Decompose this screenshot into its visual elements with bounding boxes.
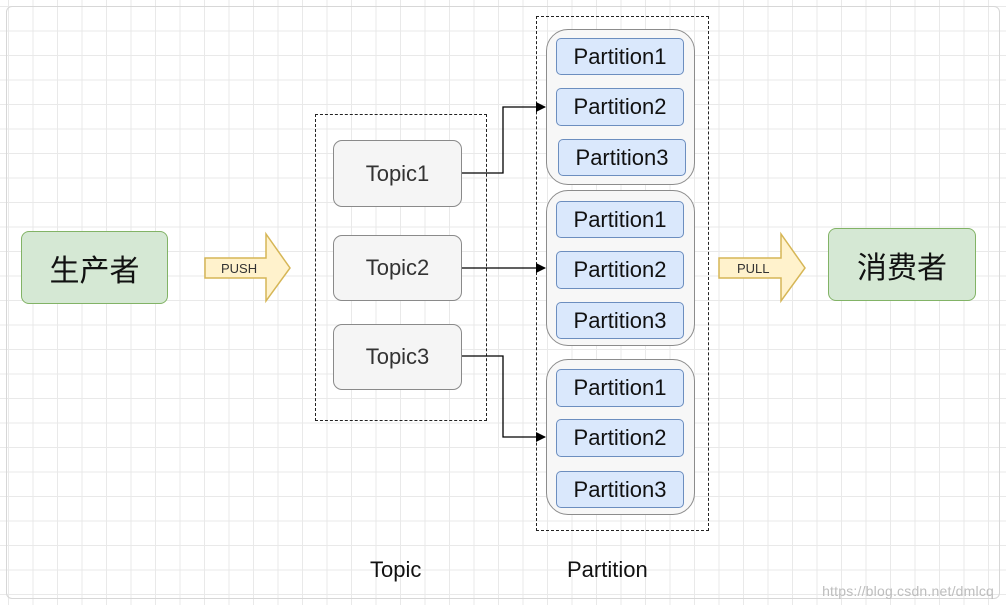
consumer-node: 消费者 [828,228,976,301]
partition-node: Partition2 [556,251,684,289]
partition-node: Partition3 [558,139,686,176]
topic-node-1: Topic1 [333,140,462,207]
pull-arrow [718,231,806,304]
push-arrow [204,231,291,304]
partition-container [536,16,709,531]
partition-node: Partition3 [556,471,684,508]
push-label: PUSH [221,261,258,276]
partition-node: Partition2 [556,419,684,457]
partition-node: Partition1 [556,201,684,238]
partition-caption: Partition [567,557,648,582]
topic-caption: Topic [370,557,422,582]
producer-node: 生产者 [21,231,168,304]
partition-node: Partition1 [556,38,684,75]
topic-node-2: Topic2 [333,235,462,301]
connector-topic1 [462,102,546,174]
pull-label: PULL [737,261,770,276]
connector-topic3 [462,355,546,442]
partition-node: Partition2 [556,88,684,126]
partition-node: Partition1 [556,369,684,407]
topic-node-3: Topic3 [333,324,462,390]
partition-node: Partition3 [556,302,684,339]
watermark-text: https://blog.csdn.net/dmlcq [822,583,994,599]
